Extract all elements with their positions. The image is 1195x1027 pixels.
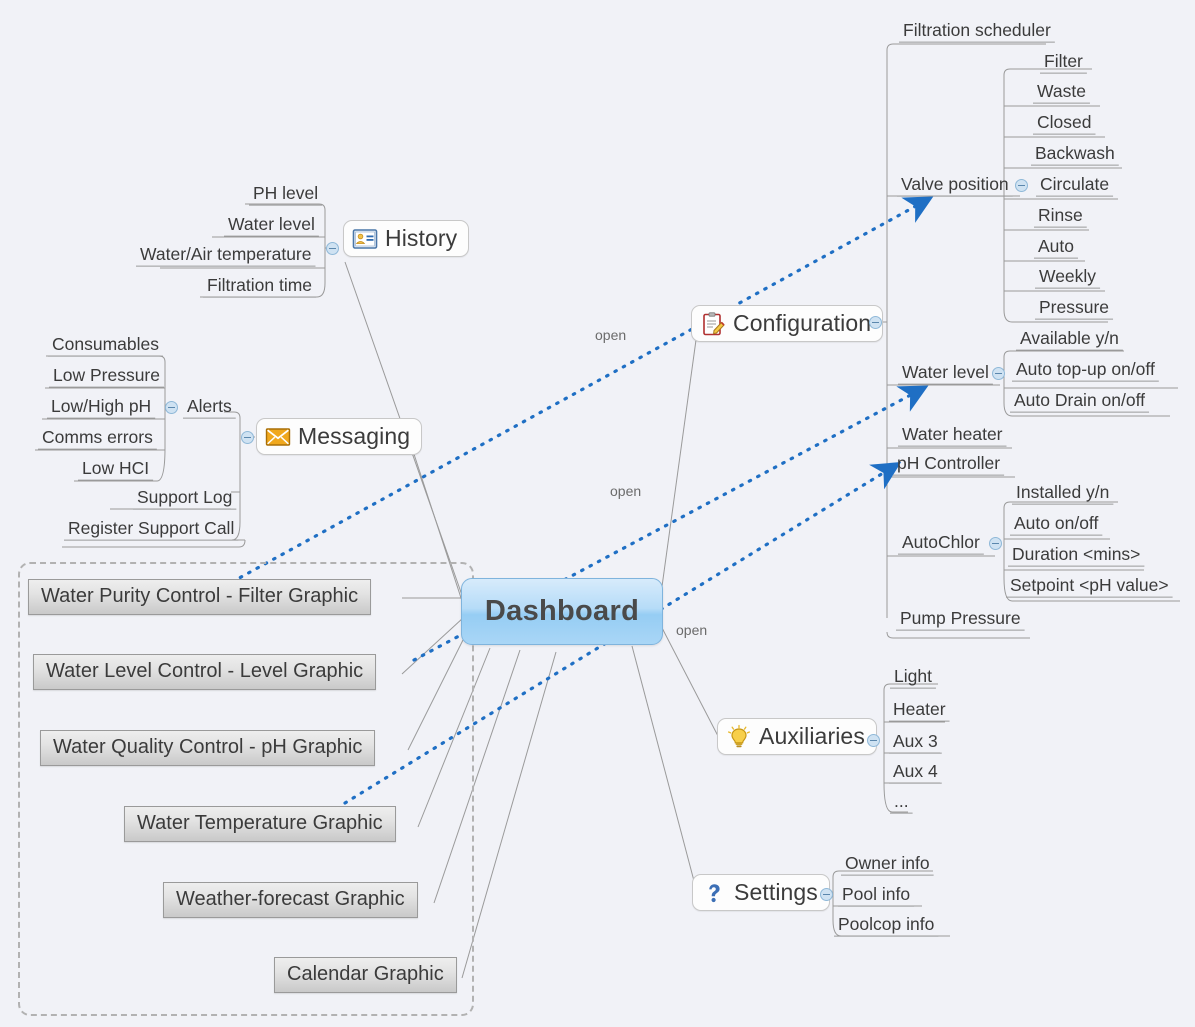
graphics-group-boundary xyxy=(18,562,474,1016)
collapse-toggle-history[interactable] xyxy=(326,242,339,255)
leaf-history-ph-level[interactable]: PH level xyxy=(253,183,319,203)
graphic-box-label: Water Level Control - Level Graphic xyxy=(46,660,364,682)
relation-label-open-1: open xyxy=(595,327,627,343)
leaf-ac-duration[interactable]: Duration <mins> xyxy=(1012,544,1141,564)
link-wl-available xyxy=(1003,350,1124,358)
relation-label-open-3: open xyxy=(676,622,708,638)
leaf-config-filtration-scheduler[interactable]: Filtration scheduler xyxy=(903,20,1051,40)
leaf-aux-more[interactable]: ... xyxy=(894,791,909,811)
central-node-dashboard[interactable]: Dashboard xyxy=(461,578,663,645)
link-dash-auxiliaries xyxy=(659,623,719,737)
graphic-box-water-purity-control[interactable]: Water Purity Control - Filter Graphic xyxy=(28,579,372,615)
leaf-history-water-air-temperature[interactable]: Water/Air temperature xyxy=(140,244,312,264)
leaf-ac-auto-on-off[interactable]: Auto on/off xyxy=(1014,513,1099,533)
leaf-alerts-low-pressure[interactable]: Low Pressure xyxy=(53,365,160,385)
graphic-box-water-level-control[interactable]: Water Level Control - Level Graphic xyxy=(33,654,377,690)
leaf-valve-rinse[interactable]: Rinse xyxy=(1038,205,1083,225)
envelope-icon xyxy=(265,427,291,446)
leaf-valve-auto[interactable]: Auto xyxy=(1038,236,1074,256)
clipboard-pencil-icon xyxy=(703,311,725,335)
leaf-valve-closed[interactable]: Closed xyxy=(1037,112,1092,132)
leaf-config-pump-pressure[interactable]: Pump Pressure xyxy=(900,608,1021,628)
leaf-config-water-heater[interactable]: Water heater xyxy=(902,424,1003,444)
leaf-config-ph-controller[interactable]: pH Controller xyxy=(897,453,1001,473)
graphic-box-calendar[interactable]: Calendar Graphic xyxy=(274,957,457,993)
central-node-label: Dashboard xyxy=(484,595,640,627)
leaf-valve-circulate[interactable]: Circulate xyxy=(1040,174,1110,194)
leaf-history-water-level[interactable]: Water level xyxy=(228,214,315,234)
leaf-settings-pool-info[interactable]: Pool info xyxy=(842,884,911,904)
collapse-toggle-autochlor[interactable] xyxy=(989,537,1002,550)
leaf-config-autochlor[interactable]: AutoChlor xyxy=(902,532,980,552)
leaf-alerts-comms-errors[interactable]: Comms errors xyxy=(42,427,153,447)
leaf-config-valve-position[interactable]: Valve position xyxy=(901,174,1009,194)
branch-node-auxiliaries[interactable]: Auxiliaries xyxy=(717,718,877,755)
leaf-ac-installed[interactable]: Installed y/n xyxy=(1016,482,1110,502)
relation-label-open-2: open xyxy=(610,483,642,499)
collapse-toggle-settings[interactable] xyxy=(820,888,833,901)
branch-node-messaging[interactable]: Messaging xyxy=(256,418,423,455)
leaf-settings-poolcop-info[interactable]: Poolcop info xyxy=(838,914,935,934)
leaf-settings-owner-info[interactable]: Owner info xyxy=(845,853,930,873)
leaf-valve-pressure[interactable]: Pressure xyxy=(1039,297,1110,317)
leaf-aux-heater[interactable]: Heater xyxy=(893,699,946,719)
collapse-toggle-alerts[interactable] xyxy=(165,401,178,414)
lightbulb-icon xyxy=(727,724,751,747)
leaf-valve-backwash[interactable]: Backwash xyxy=(1035,143,1115,163)
collapse-toggle-messaging[interactable] xyxy=(241,431,254,444)
link-dash-settings xyxy=(631,645,695,882)
question-mark-icon xyxy=(709,883,720,902)
leaf-ac-setpoint[interactable]: Setpoint <pH value> xyxy=(1010,575,1169,595)
leaf-wl-auto-top-up[interactable]: Auto top-up on/off xyxy=(1016,359,1155,379)
leaf-alerts-low-hci[interactable]: Low HCI xyxy=(82,458,150,478)
leaf-alerts-low-high-ph[interactable]: Low/High pH xyxy=(51,396,152,416)
graphic-box-water-quality-control[interactable]: Water Quality Control - pH Graphic xyxy=(40,730,376,766)
collapse-toggle-auxiliaries[interactable] xyxy=(867,734,880,747)
branch-node-settings[interactable]: Settings xyxy=(692,874,830,911)
branch-label-history: History xyxy=(385,225,458,251)
leaf-aux-aux3[interactable]: Aux 3 xyxy=(893,731,938,751)
graphic-box-label: Weather-forecast Graphic xyxy=(176,888,405,910)
graphic-box-label: Water Temperature Graphic xyxy=(137,812,383,834)
graphic-box-water-temperature[interactable]: Water Temperature Graphic xyxy=(124,806,396,842)
branch-label-settings: Settings xyxy=(734,879,818,905)
leaf-aux-aux4[interactable]: Aux 4 xyxy=(893,761,938,781)
graphic-box-label: Water Quality Control - pH Graphic xyxy=(53,736,363,758)
link-config-filtration xyxy=(886,43,1046,51)
leaf-messaging-alerts[interactable]: Alerts xyxy=(187,396,232,416)
graphic-box-label: Water Purity Control - Filter Graphic xyxy=(41,585,359,607)
leaf-wl-auto-drain[interactable]: Auto Drain on/off xyxy=(1014,390,1146,410)
leaf-alerts-consumables[interactable]: Consumables xyxy=(52,334,159,354)
branch-label-auxiliaries: Auxiliaries xyxy=(759,723,865,749)
link-dash-graphic6 xyxy=(461,651,557,979)
leaf-valve-weekly[interactable]: Weekly xyxy=(1039,266,1097,286)
leaf-history-filtration-time[interactable]: Filtration time xyxy=(207,275,313,295)
leaf-valve-waste[interactable]: Waste xyxy=(1037,81,1086,101)
graphic-box-label: Calendar Graphic xyxy=(287,963,444,985)
graphic-box-weather-forecast[interactable]: Weather-forecast Graphic xyxy=(163,882,418,918)
leaf-wl-available[interactable]: Available y/n xyxy=(1020,328,1119,348)
link-dash-configuration xyxy=(659,339,697,602)
collapse-toggle-water-level[interactable] xyxy=(992,367,1005,380)
branch-label-configuration: Configuration xyxy=(733,310,872,336)
contact-card-icon xyxy=(352,228,378,249)
collapse-toggle-configuration[interactable] xyxy=(869,316,882,329)
leaf-config-water-level[interactable]: Water level xyxy=(902,362,989,382)
branch-label-messaging: Messaging xyxy=(298,423,411,449)
branch-node-history[interactable]: History xyxy=(343,220,470,257)
leaf-messaging-register-support-call[interactable]: Register Support Call xyxy=(68,518,235,538)
link-config-pumppressure xyxy=(886,631,1030,639)
leaf-valve-filter[interactable]: Filter xyxy=(1044,51,1083,71)
collapse-toggle-valve-position[interactable] xyxy=(1015,179,1028,192)
branch-node-configuration[interactable]: Configuration xyxy=(691,305,884,342)
leaf-messaging-support-log[interactable]: Support Log xyxy=(137,487,233,507)
leaf-aux-light[interactable]: Light xyxy=(894,666,932,686)
relation-arrow-filter-to-valve xyxy=(230,196,934,584)
